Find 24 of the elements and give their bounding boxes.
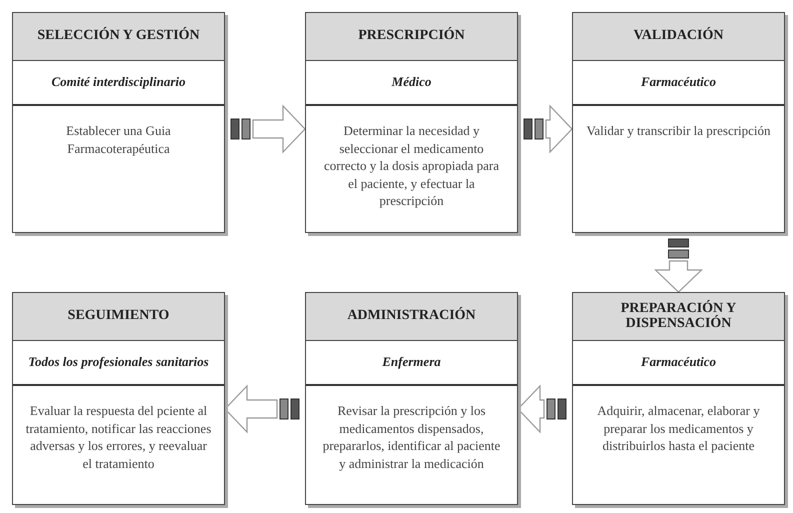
role-label: Todos los profesionales sanitarios	[13, 341, 224, 386]
step-description: Adquirir, almacenar, elaborar y preparar los medicamentos y distribuirlos hasta el paciente	[596, 402, 761, 455]
step-title: PREPARACIÓN Y DISPENSACIÓN	[573, 293, 784, 341]
role-label: Comité interdisciplinario	[13, 61, 224, 106]
process-card	[12, 12, 225, 233]
step-title: SEGUIMIENTO	[13, 293, 224, 341]
process-card	[305, 292, 518, 505]
role-label: Farmacéutico	[573, 341, 784, 386]
step-description: Evaluar la respuesta del pciente al tratamiento, notificar las reacciones adversas y los errores, y reevaluar el tratamiento	[24, 402, 212, 472]
process-card	[572, 12, 785, 233]
process-card	[12, 292, 225, 505]
step-title: VALIDACIÓN	[573, 13, 784, 61]
role-label: Farmacéutico	[573, 61, 784, 106]
role-label: Médico	[306, 61, 517, 106]
step-description: Determinar la necesidad y seleccionar el medicamento correcto y la dosis apropiada para el paciente, y efectuar la prescripción	[322, 122, 500, 210]
process-card	[305, 12, 518, 233]
role-label: Enfermera	[306, 341, 517, 386]
step-title: SELECCIÓN Y GESTIÓN	[13, 13, 224, 61]
step-title: ADMINISTRACIÓN	[306, 293, 517, 341]
step-description: Revisar la prescripción y los medicamentos dispensados, prepararlos, identificar al paciente y administrar la medicación	[322, 402, 502, 472]
step-title: PRESCRIPCIÓN	[306, 13, 517, 61]
step-description: Establecer una Guia Farmacoterapéutica	[65, 122, 172, 158]
step-description: Validar y transcribir la prescripción	[585, 122, 772, 140]
process-card	[572, 292, 785, 505]
